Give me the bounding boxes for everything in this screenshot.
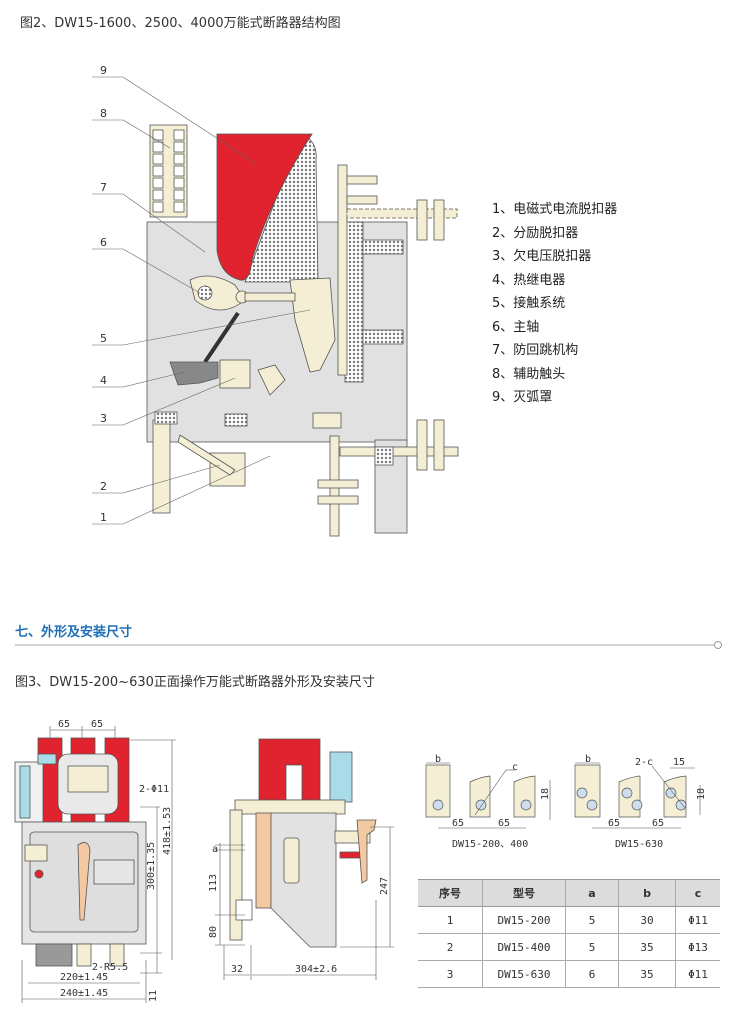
figure2-caption: 图2、DW15-1600、2500、4000万能式断路器结构图 xyxy=(20,16,341,31)
callout-3: 3 xyxy=(100,412,107,425)
td1-label: DW15-200、400 xyxy=(452,839,528,850)
callout-9: 9 xyxy=(100,64,107,77)
cell: 6 xyxy=(565,960,619,988)
auxiliary-contact-block xyxy=(149,124,188,218)
cell: Φ11 xyxy=(675,906,720,934)
legend-item: 1、电磁式电流脱扣器 xyxy=(492,202,618,217)
legend-item: 5、接触系统 xyxy=(492,296,566,311)
legend-item: 4、热继电器 xyxy=(492,272,566,288)
dim-32: 32 xyxy=(231,964,243,975)
dim-pitch-2: 65 xyxy=(91,719,103,730)
td1-b: b xyxy=(435,754,441,765)
legend-item: 2、分励脱扣器 xyxy=(492,225,579,241)
col-index: 序号 xyxy=(418,879,483,907)
callout-7: 7 xyxy=(100,181,107,194)
legend-item: 9、灭弧罩 xyxy=(492,390,553,405)
figure3-caption: 图3、DW15-200~630正面操作万能式断路器外形及安装尺寸 xyxy=(15,675,375,690)
td1-h: 18 xyxy=(540,788,551,800)
cell: 1 xyxy=(418,906,483,934)
side-view-drawing xyxy=(229,738,377,948)
dim-width-inner: 220±1.45 xyxy=(60,972,108,983)
dim-height-inner: 300±1.35 xyxy=(146,842,157,890)
col-model: 型号 xyxy=(482,879,566,907)
figure2-legend: 1、电磁式电流脱扣器 2、分励脱扣器 3、欠电压脱扣器 4、热继电器 5、接触系… xyxy=(492,198,617,410)
dim-pitch-1: 65 xyxy=(58,719,70,730)
side-view-dimensions xyxy=(215,826,394,980)
col-b: b xyxy=(618,879,676,907)
legend-item: 6、主轴 xyxy=(492,319,540,335)
callout-2: 2 xyxy=(100,480,107,493)
front-view-drawing xyxy=(14,737,147,967)
callout-6: 6 xyxy=(100,236,107,249)
callout-5: 5 xyxy=(100,332,107,345)
cell: Φ13 xyxy=(675,933,720,961)
cell: 5 xyxy=(565,906,619,934)
dim-80: 80 xyxy=(208,926,219,938)
td2-b: b xyxy=(585,754,591,765)
dim-width-outer: 240±1.45 xyxy=(60,988,108,999)
divider-end-icon xyxy=(714,641,722,649)
dim-slot: 2-R5.5 xyxy=(92,962,128,973)
callouts xyxy=(92,76,311,525)
td2-w: 15 xyxy=(673,757,685,768)
left-leg xyxy=(152,419,171,514)
contact-system xyxy=(289,277,336,373)
arc-chute-red xyxy=(216,133,313,281)
thermal-relay xyxy=(169,361,219,386)
cell: 35 xyxy=(618,933,676,961)
col-c: c xyxy=(675,879,720,907)
spring xyxy=(203,311,240,364)
legend-item: 3、欠电压脱扣器 xyxy=(492,249,592,264)
legend-item: 7、防回跳机构 xyxy=(492,343,579,358)
section-title: 七、外形及安装尺寸 xyxy=(15,625,133,640)
col-a: a xyxy=(565,879,619,907)
callout-1: 1 xyxy=(100,511,107,524)
front-view-dimensions xyxy=(21,726,176,1003)
td2-h: 18 xyxy=(696,788,707,800)
td2-p2: 65 xyxy=(652,818,664,829)
cell: 2 xyxy=(418,933,483,961)
cell: Φ11 xyxy=(675,960,720,988)
td1-p1: 65 xyxy=(452,818,464,829)
td1-c: c xyxy=(512,762,518,773)
table-header-row: 序号 型号 a b c xyxy=(418,879,720,907)
legend-item: 8、辅助触头 xyxy=(492,366,566,382)
callout-8: 8 xyxy=(100,107,107,120)
td1-p2: 65 xyxy=(498,818,510,829)
cell: DW15-200 xyxy=(482,906,566,934)
cell: 30 xyxy=(618,906,676,934)
td2-label: DW15-630 xyxy=(615,839,663,850)
cell: 3 xyxy=(418,960,483,988)
dim-height-outer: 418±1.53 xyxy=(162,807,173,855)
breaker-structure-drawing xyxy=(146,124,459,537)
cell: 35 xyxy=(618,960,676,988)
terminal-detail-1 xyxy=(425,762,551,829)
cell: 5 xyxy=(565,933,619,961)
td2-p1: 65 xyxy=(608,818,620,829)
cell: DW15-630 xyxy=(482,960,566,988)
callout-4: 4 xyxy=(100,374,107,387)
dim-depth: 304±2.6 xyxy=(295,964,337,975)
cell: DW15-400 xyxy=(482,933,566,961)
dim-113: 113 xyxy=(208,874,219,892)
dim-a: a xyxy=(212,844,218,855)
dim-247: 247 xyxy=(379,877,390,895)
dim-hole: 2-Φ11 xyxy=(139,784,169,795)
callout-labels: 9 8 7 6 5 4 3 2 1 xyxy=(100,64,107,524)
terminal-detail-2 xyxy=(574,762,701,829)
main-shaft xyxy=(197,285,213,301)
td2-c: 2-c xyxy=(635,757,653,768)
dim-bottom: 11 xyxy=(148,990,159,1002)
